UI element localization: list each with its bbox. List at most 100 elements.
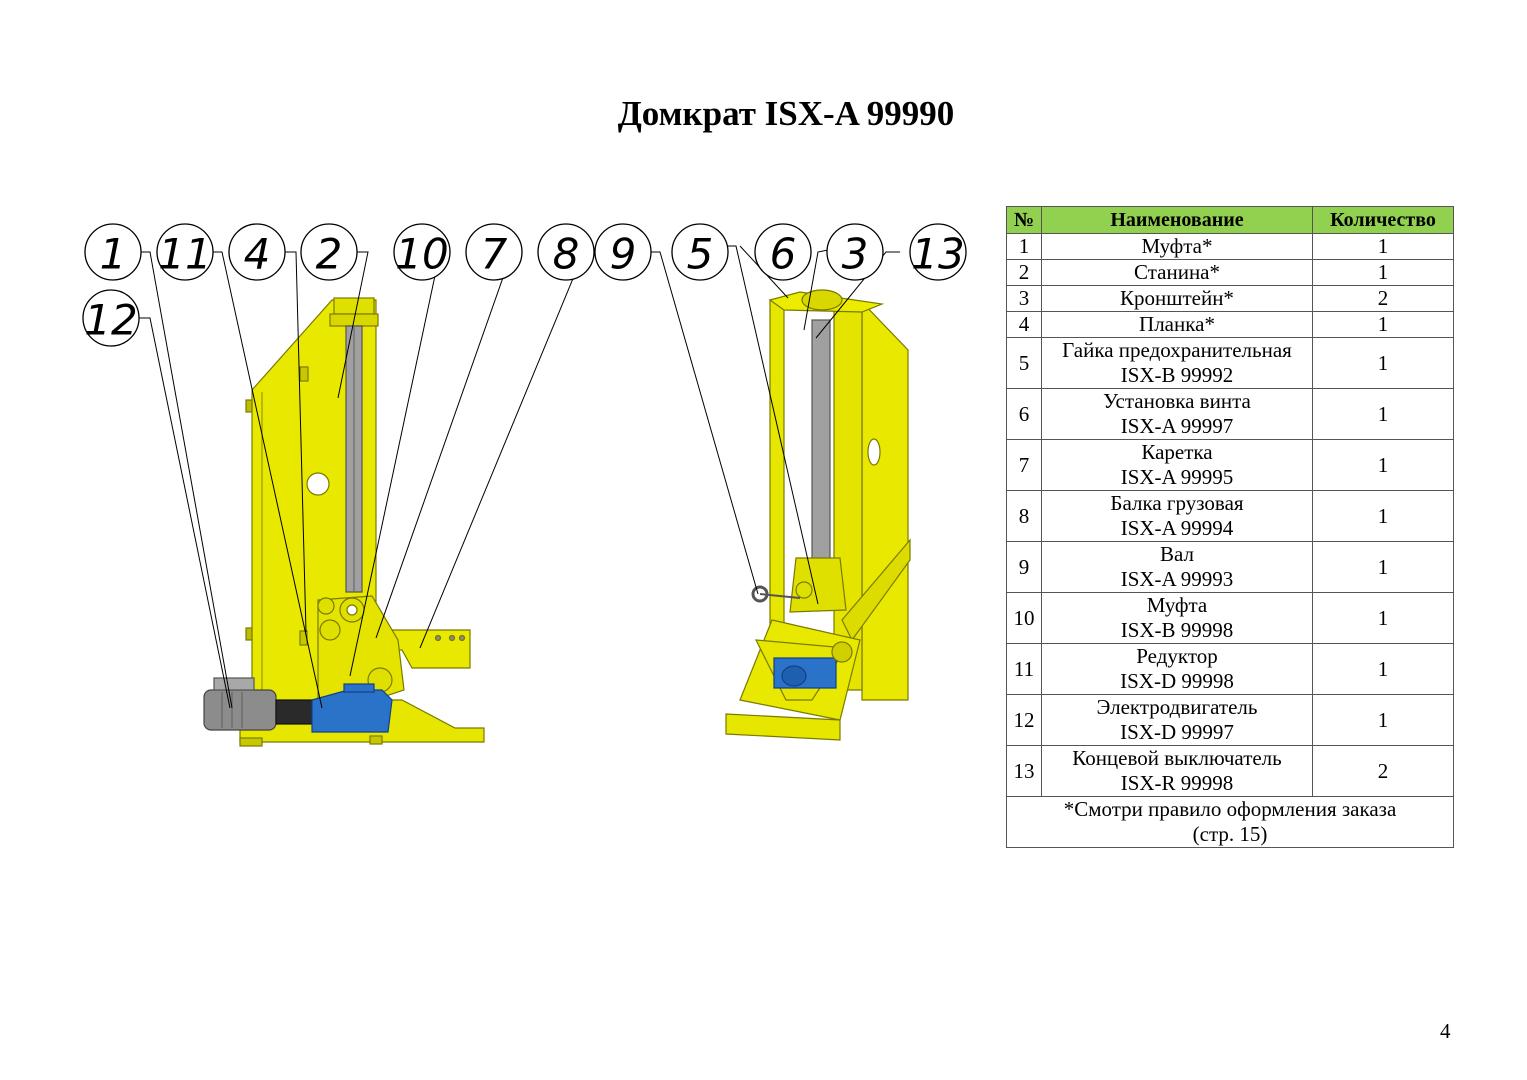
table-row: 3 Кронштейн* 2	[1006, 285, 1454, 312]
callout-6: 6	[770, 230, 797, 279]
table-footer-row: *Смотри правило оформления заказа(стр. 1…	[1006, 796, 1454, 848]
footnote-line-2: (стр. 15)	[1192, 822, 1268, 846]
row-qty: 1	[1312, 311, 1454, 338]
row-qty: 1	[1312, 337, 1454, 389]
row-qty: 1	[1312, 490, 1454, 542]
row-qty: 2	[1312, 285, 1454, 312]
callouts-right: 9 5 6 3 13	[594, 223, 967, 281]
row-num: 6	[1006, 388, 1042, 440]
row-num: 5	[1006, 337, 1042, 389]
callout-13: 13	[911, 230, 964, 279]
callout-9: 9	[610, 230, 637, 279]
row-qty: 1	[1312, 592, 1454, 644]
gearbox	[311, 689, 393, 733]
lifting-screw-front	[811, 319, 831, 567]
page-title: Домкрат ISX-A 99990	[617, 94, 955, 133]
row-code-text: ISX-B 99992	[1120, 363, 1234, 387]
top-cap	[333, 297, 375, 315]
row-name-text: Каретка	[1141, 440, 1213, 464]
row-name-text: Планка*	[1139, 312, 1215, 336]
row-qty: 1	[1312, 643, 1454, 695]
table-header-row: № Наименование Количество	[1006, 206, 1454, 234]
row-num: 13	[1006, 745, 1042, 797]
table-footnote: *Смотри правило оформления заказа(стр. 1…	[1006, 796, 1454, 848]
row-code-text: ISX-A 99993	[1120, 567, 1234, 591]
row-name-text: Кронштейн*	[1120, 286, 1234, 310]
row-code-text: ISX-A 99997	[1120, 414, 1234, 438]
callout-5: 5	[687, 230, 714, 279]
callout-4: 4	[244, 230, 271, 279]
row-name-text: Станина*	[1133, 260, 1221, 284]
row-num: 12	[1006, 694, 1042, 746]
jack-front-view	[725, 289, 911, 741]
screw-head	[801, 289, 843, 311]
row-qty: 1	[1312, 439, 1454, 491]
row-name: Планка*	[1041, 311, 1313, 338]
row-name-text: Гайка предохранительная	[1062, 338, 1292, 362]
row-code-text: ISX-A 99995	[1120, 465, 1234, 489]
header-qty: Количество	[1312, 206, 1454, 234]
jack-side-view	[203, 297, 485, 747]
row-code-text: ISX-R 99998	[1120, 771, 1234, 795]
row-name: Станина*	[1041, 259, 1313, 286]
row-name: Кронштейн*	[1041, 285, 1313, 312]
frame-back	[861, 300, 909, 701]
header-name: Наименование	[1041, 206, 1313, 234]
electric-motor	[203, 689, 277, 731]
row-num: 4	[1006, 311, 1042, 338]
callout-1: 1	[100, 230, 127, 279]
row-name-text: Установка винта	[1103, 389, 1251, 413]
parts-table: № Наименование Количество 1 Муфта* 1 2 С…	[1006, 206, 1454, 848]
callout-7: 7	[481, 230, 508, 279]
callout-10: 10	[395, 230, 448, 279]
coupling	[275, 699, 313, 725]
row-name: Муфта*	[1041, 233, 1313, 260]
row-name-text: Муфта	[1146, 593, 1208, 617]
row-num: 8	[1006, 490, 1042, 542]
row-num: 9	[1006, 541, 1042, 593]
callout-8: 8	[553, 230, 580, 279]
callout-11: 11	[158, 230, 211, 279]
row-num: 7	[1006, 439, 1042, 491]
header-num: №	[1006, 206, 1042, 234]
table-row: 1 Муфта* 1	[1006, 233, 1454, 260]
callout-3: 3	[842, 230, 869, 279]
callout-2: 2	[316, 230, 343, 279]
row-code-text: ISX-A 99994	[1120, 516, 1234, 540]
row-num: 10	[1006, 592, 1042, 644]
row-code-text: ISX-D 99997	[1120, 720, 1234, 744]
row-code-text: ISX-B 99998	[1120, 618, 1234, 642]
table-row: 4 Планка* 1	[1006, 311, 1454, 338]
row-name-text: Концевой выключатель	[1072, 746, 1282, 770]
row-name-text: Редуктор	[1136, 644, 1218, 668]
row-name-text: Вал	[1160, 542, 1194, 566]
row-qty: 2	[1312, 745, 1454, 797]
row-num: 3	[1006, 285, 1042, 312]
jack-drawing: 1 11 4 2 10 7 8 12 9 5 6 3 13	[82, 223, 967, 747]
row-qty: 1	[1312, 388, 1454, 440]
row-qty: 1	[1312, 541, 1454, 593]
base-plate-front	[725, 713, 841, 741]
callouts-left: 1 11 4 2 10 7 8 12	[82, 223, 595, 347]
row-qty: 1	[1312, 694, 1454, 746]
row-code-text: ISX-D 99998	[1120, 669, 1234, 693]
page-number: 4	[1440, 1019, 1451, 1043]
footnote-line-1: *Смотри правило оформления заказа	[1063, 797, 1397, 821]
